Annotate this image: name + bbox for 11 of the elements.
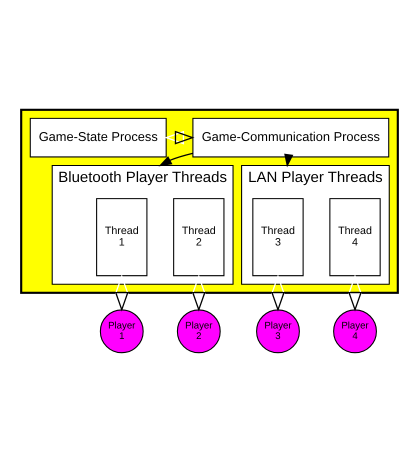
arrow bbox=[284, 153, 294, 167]
node-circle: Player 3 bbox=[256, 308, 300, 353]
arrow bbox=[158, 152, 193, 166]
node-box: Thread 1 bbox=[96, 198, 148, 276]
node-circle: Player 1 bbox=[100, 308, 144, 353]
node-box: Game-State Process bbox=[30, 117, 167, 157]
node-box: Thread 2 bbox=[173, 198, 224, 276]
node-box: Thread 4 bbox=[329, 198, 381, 276]
node-box: Thread 3 bbox=[252, 198, 304, 276]
node-circle: Player 4 bbox=[333, 308, 377, 353]
node-circle: Player 2 bbox=[176, 308, 221, 353]
